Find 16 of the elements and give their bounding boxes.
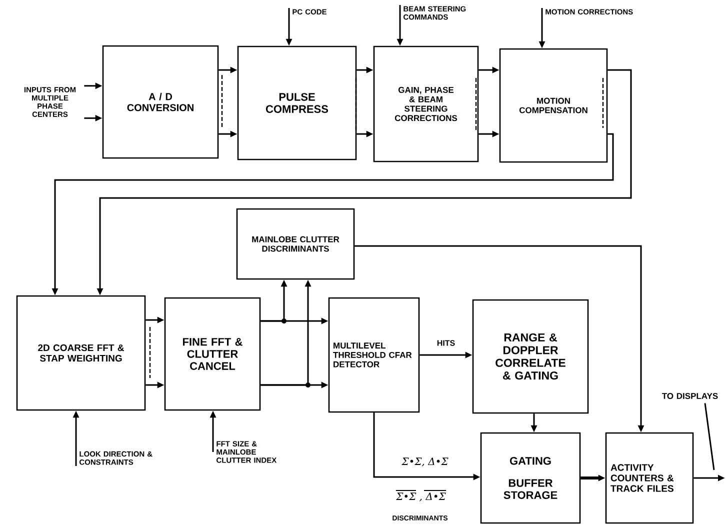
leader-line [704, 403, 715, 470]
process-box: 2D COARSE FFT & STAP WEIGHTING [16, 295, 146, 411]
process-box: MULTILEVEL THRESHOLD CFAR DETECTOR [328, 297, 420, 413]
edge-label: Σ•Σ, Δ•Σ [400, 456, 450, 468]
edge-label: HITS [436, 339, 456, 347]
process-box: FINE FFT & CLUTTER CANCEL [164, 297, 261, 411]
input-label: TO DISPLAYS [662, 393, 718, 399]
process-box: PULSE COMPRESS [237, 46, 357, 160]
process-box: MOTION COMPENSATION [499, 48, 608, 163]
process-box: GATING BUFFER STORAGE [480, 432, 581, 524]
process-box: ACTIVITY COUNTERS & TRACK FILES [605, 432, 694, 524]
overlined-formula: Σ•Σ , Δ•Σ [395, 490, 447, 502]
process-box: GAIN, PHASE & BEAM STEERING CORRECTIONS [373, 46, 479, 162]
process-box: RANGE & DOPPLER CORRELATE & GATING [472, 299, 589, 414]
process-box: MAINLOBE CLUTTER DISCRIMINANTS [236, 208, 355, 280]
process-box: A / D CONVERSION [102, 45, 219, 159]
